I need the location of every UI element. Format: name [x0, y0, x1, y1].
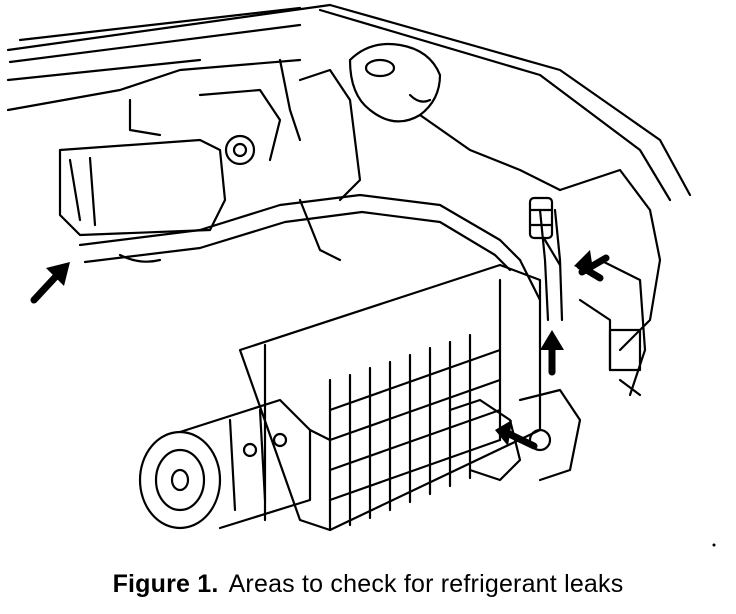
- leak-arrow-middle-right: [540, 330, 564, 376]
- hood-outline: [6, 3, 692, 202]
- figure-caption-text: Areas to check for refrigerant leaks: [228, 570, 624, 598]
- leak-arrow-lower-right: [495, 420, 538, 450]
- figure-label: Figure 1.: [112, 570, 219, 598]
- refrigerant-lines: [78, 193, 564, 322]
- left-components: [58, 58, 302, 237]
- right-side-components: [558, 168, 662, 397]
- engine-compartment-illustration: [6, 3, 716, 547]
- compressor: [138, 398, 332, 530]
- leak-arrow-left: [30, 262, 70, 304]
- figure-caption: Figure 1. Areas to check for refrigerant …: [0, 570, 736, 606]
- strut-tower: [298, 42, 562, 202]
- condenser: [238, 263, 542, 532]
- line-fitting-upper: [528, 196, 562, 267]
- speck-mark: [712, 543, 716, 547]
- leak-arrow-upper-right: [574, 250, 610, 282]
